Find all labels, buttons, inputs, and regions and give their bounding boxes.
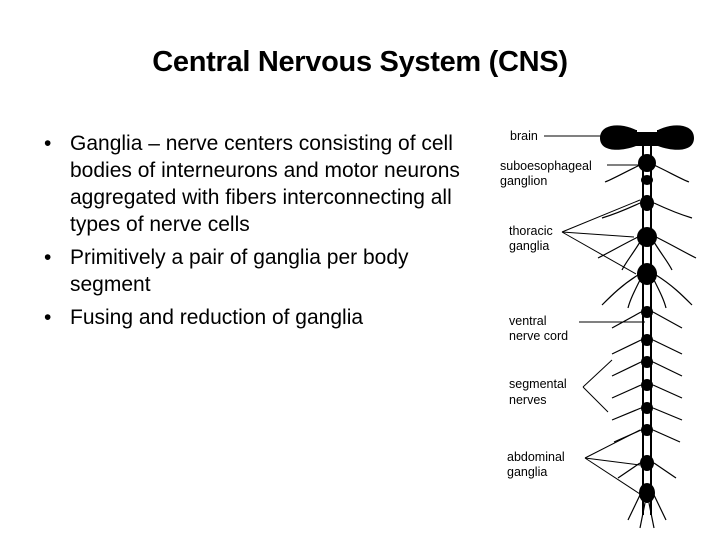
label-thoracic: thoracic [509, 224, 553, 238]
label-brain: brain [510, 129, 538, 143]
suboesophageal-ganglion [638, 154, 656, 172]
leader-lines [544, 135, 645, 495]
ganglion-small [641, 175, 653, 185]
bullet-text: Fusing and reduction of ganglia [70, 306, 364, 329]
bullet-dot: • [44, 306, 52, 329]
abdominal-ganglia [639, 306, 655, 503]
thoracic-ganglion-1 [640, 195, 654, 211]
brain-shape [600, 125, 694, 150]
nerve-cord-illustration: brain suboesophageal ganglion thoracic g… [500, 125, 697, 529]
label-ganglion: ganglion [500, 174, 547, 188]
bullet-item: • Ganglia – nerve centers consisting of … [44, 130, 464, 238]
slide-title: Central Nervous System (CNS) [152, 46, 568, 78]
bullet-dot: • [44, 132, 52, 155]
label-abdominal-ganglia: ganglia [507, 465, 547, 479]
bullet-text: Ganglia – nerve centers consisting of ce… [70, 132, 460, 236]
label-segmental: segmental [509, 377, 567, 391]
bullet-text: Primitively a pair of ganglia per body s… [70, 246, 409, 296]
bullet-item: • Primitively a pair of ganglia per body… [44, 244, 464, 298]
thoracic-ganglion-2 [637, 227, 657, 247]
label-ventral: ventral [509, 314, 547, 328]
label-suboesophageal: suboesophageal [500, 159, 592, 173]
thoracic-ganglion-3 [637, 263, 657, 285]
brain-notch [637, 126, 657, 132]
label-thoracic-ganglia: ganglia [509, 239, 549, 253]
segmental-nerves [597, 164, 697, 529]
bullet-dot: • [44, 246, 52, 269]
bullet-item: • Fusing and reduction of ganglia [44, 304, 464, 331]
label-nerves: nerves [509, 393, 547, 407]
bullet-list: • Ganglia – nerve centers consisting of … [44, 130, 464, 337]
label-nerve-cord: nerve cord [509, 329, 568, 343]
label-abdominal: abdominal [507, 450, 565, 464]
nervous-system-diagram: brain suboesophageal ganglion thoracic g… [490, 118, 720, 540]
